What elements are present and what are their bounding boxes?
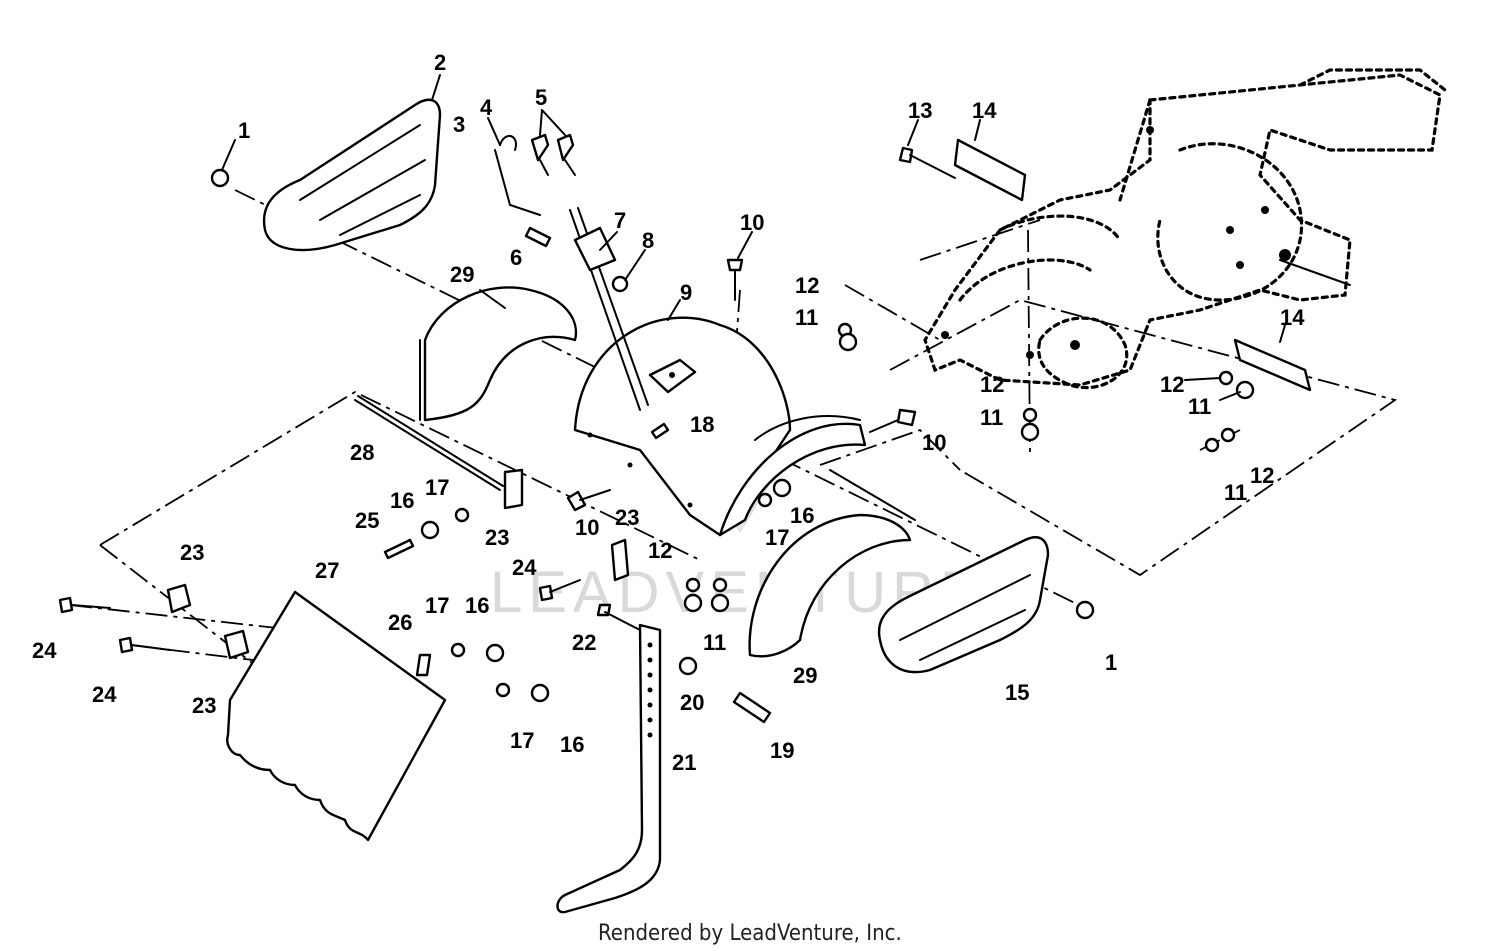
hood-bracket [648,358,697,440]
callout-7: 7 [614,208,626,233]
callout-2: 2 [434,50,446,75]
callout-23-c: 23 [180,540,204,565]
callout-9: 9 [680,280,692,305]
hitch-rod [354,395,504,491]
leader-lines [221,74,1286,401]
callout-16-d: 16 [560,732,584,757]
mount-bracket-right [1233,338,1312,392]
callout-1-bottom: 1 [1105,650,1117,675]
callout-28: 28 [350,440,374,465]
callout-21: 21 [672,750,696,775]
callout-17-b: 17 [765,525,789,550]
tine-hood [573,316,867,537]
callout-14-right: 14 [1280,305,1305,330]
callout-19: 19 [770,738,794,763]
callouts: 1 2 3 4 5 6 7 8 9 10 10 10 12 11 13 14 1… [32,50,1305,775]
callout-3: 3 [453,112,465,137]
callout-29-bottom: 29 [793,663,817,688]
callout-11-d: 11 [1224,480,1247,505]
callout-18: 18 [690,412,714,437]
callout-11-c: 11 [1188,394,1211,419]
hardware [58,133,1255,724]
callout-23-b: 23 [615,505,639,530]
callout-17-d: 17 [510,728,534,753]
rear-flap [226,590,447,842]
tractor-frame-outline [923,68,1447,390]
callout-10-right: 10 [922,430,946,455]
depth-rod [569,207,649,411]
callout-24-mid: 24 [512,555,537,580]
callout-16-c: 16 [465,593,489,618]
callout-10-mid: 10 [575,515,599,540]
callout-8: 8 [642,228,654,253]
callout-6: 6 [510,245,522,270]
callout-23-a: 23 [485,525,509,550]
callout-23-d: 23 [192,693,216,718]
callout-10-top: 10 [740,210,764,235]
callout-25: 25 [355,508,379,533]
callout-20: 20 [680,690,704,715]
mount-bracket-top [953,138,1027,202]
callout-11-b: 11 [980,405,1003,430]
callout-17-a: 17 [425,475,449,500]
side-shield-left [419,286,578,422]
callout-16-b: 16 [790,503,814,528]
callout-26: 26 [388,610,412,635]
callout-27: 27 [315,558,339,583]
callout-17-c: 17 [425,593,449,618]
callout-1-top: 1 [238,118,250,143]
callout-5: 5 [535,85,547,110]
callout-16-a: 16 [390,488,414,513]
callout-12-c: 12 [1160,372,1184,397]
callout-12-d: 12 [1250,463,1274,488]
callout-11-a: 11 [795,305,818,330]
callout-13: 13 [908,98,932,123]
callout-29-top: 29 [450,262,474,287]
callout-11-e: 11 [703,630,726,655]
callout-12-a: 12 [795,273,819,298]
shield-plate-2 [262,98,442,252]
footer-credit: Rendered by LeadVenture, Inc. [598,921,902,946]
shield-plate-15 [877,536,1050,674]
side-shield-right [748,469,916,658]
callout-24-a: 24 [32,638,57,663]
callout-22: 22 [572,630,596,655]
callout-15: 15 [1005,680,1029,705]
callout-4: 4 [480,95,493,120]
depth-stake [556,623,662,914]
callout-12-b: 12 [980,372,1004,397]
callout-24-b: 24 [92,682,117,707]
callout-12-e: 12 [648,538,672,563]
callout-14-top: 14 [972,98,997,123]
